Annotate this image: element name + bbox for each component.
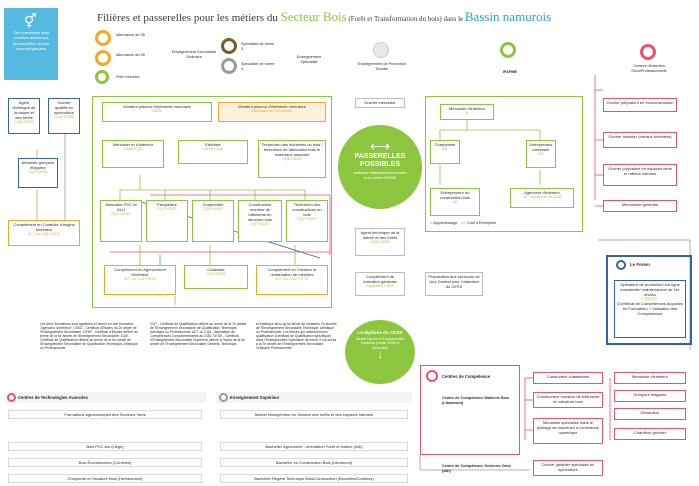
box-menuisier-commande: Menuisier spécialisé dans le pilotage de… xyxy=(533,418,603,444)
box-technicien-industries: Technicien des industries du bois / tech… xyxy=(258,140,326,178)
forem-title: Le Forem xyxy=(630,262,650,267)
notes-col1: Les deux formations sont appelées à l'av… xyxy=(40,322,138,351)
legend-ens-ordinaire: Enseignement Secondaire Ordinaire xyxy=(171,50,217,59)
brown-ring-icon xyxy=(221,38,237,54)
box-agent-technique-promo: Agent technique de la nature et des forê… xyxy=(355,228,405,256)
legend-ens-promo: Enseignement de Promotion Sociale xyxy=(358,62,406,71)
box-ouvrier-ecoconstruction: Ouvrier polyvalent en écoconstruction xyxy=(603,98,677,112)
intro-badge: ⚥ Ces formations sont ouvertes autant au… xyxy=(4,8,58,80)
title-basin: Bassin namurois xyxy=(464,9,552,24)
box-forem-operateur: Opérateur de production sur ligne indust… xyxy=(614,280,686,338)
passerelles-text: contactez l'établissement scolaire ou le… xyxy=(353,171,407,180)
legend-alt45: Alternance art 45 xyxy=(116,33,145,37)
ctc-header: Centres de Technologies Avancées xyxy=(4,392,206,403)
legend-ens-special: Enseignement Spécialisé xyxy=(296,55,322,64)
title-sector: Secteur Bois xyxy=(280,9,347,24)
box-ouvrier-jardinier: Ouvrier jardinier spécialisé en sylvicul… xyxy=(533,460,603,476)
title-part1: Filières et passerelles pour les métiers… xyxy=(97,12,281,24)
box-debardeur: Débardeur xyxy=(614,408,686,420)
ifapme-ring-icon xyxy=(500,42,516,58)
cisp-ring-icon xyxy=(640,44,656,60)
box-ouvrier-espaces-verts: Ouvrier polyvalent en espaces verts et m… xyxy=(603,164,677,186)
legend-spec-forme4: Spécialisé de forme 4 xyxy=(241,62,275,71)
legend-plein: Plein exercice xyxy=(116,75,140,79)
intro-text: Ces formations sont ouvertes autant aux … xyxy=(12,30,50,52)
box-constructeur-bois: Constructeur monteur de bâtiments en str… xyxy=(238,200,282,242)
ifapme-legend: A Apprentissage CE Chef d'Entreprise xyxy=(430,221,497,225)
box-ouvrier-forestier: Ouvrier forestier (travaux forestiers) xyxy=(603,132,677,148)
grey-circle-icon xyxy=(373,42,389,58)
competence-secteurs-verts: Centre de Compétence Secteurs Verts (Ath… xyxy=(442,464,511,473)
box-ouvrier-menuisier: Ouvrier menuisier xyxy=(355,98,405,108)
passerelles-badge: ⟷ PASSERELLES POSSIBLES contactez l'étab… xyxy=(338,125,422,209)
notes-col3: et Artistique ainsi qu'au terme de certa… xyxy=(256,322,337,351)
ctc-ring-icon xyxy=(7,393,16,402)
cess-title: Le diplôme du CESS xyxy=(357,330,403,335)
competence-ring-icon xyxy=(426,370,438,382)
box-menuisier-interieur-cc: Menuisier d'intérieur xyxy=(614,372,686,384)
box-chauffeur-grumier: Chauffeur grumier xyxy=(614,428,686,440)
superieur-row-1: Master Bioingénieur en Gestion des forêt… xyxy=(220,410,408,419)
centres-competence-frame xyxy=(420,365,520,455)
ifapme-frame xyxy=(425,96,583,232)
ctc-row-2: Bois PVC Alu (Liège) xyxy=(8,442,202,451)
green-block-frame xyxy=(92,96,332,308)
forem-ring-icon xyxy=(616,260,626,270)
superieur-row-4: Bachelier Régent Technique Bois/Construc… xyxy=(220,474,408,483)
box-constructeur-monteur: Constructeur monteur de bâtiments en str… xyxy=(533,392,603,408)
ctc-row-4: Charpente et Ossature Bois (Herbeumont) xyxy=(8,474,202,483)
legend-alt49: Alternance art 49 xyxy=(116,53,145,57)
legend-cisp: Centres d'Insertion SocioProfessionnelle xyxy=(631,64,667,73)
gender-icon: ⚥ xyxy=(24,13,37,29)
superieur-ring-icon xyxy=(219,393,228,402)
superieur-row-2: Bachelier Agronomie - orientation Forêt … xyxy=(220,442,408,451)
orange-ring-icon xyxy=(95,30,111,46)
box-menuiserie-generale: Menuiserie générale xyxy=(603,200,677,212)
box-conduite-engins: Complément en Conduite d'engins forestie… xyxy=(8,220,80,246)
green-ring-icon xyxy=(95,70,109,84)
superieur-row-3: Bachelier en Construction Bois (Libramon… xyxy=(220,458,408,467)
competence-wallonie: Centre de Compétence Wallonie Bois (Libr… xyxy=(442,396,510,405)
legend-ifapme: IFAPME xyxy=(502,70,518,74)
ctc-row-1: Formations agronomiques des Secteurs Ver… xyxy=(8,410,202,419)
box-preparation-jury: Préparation aux épreuves du Jury Central… xyxy=(425,272,483,296)
double-arrow-icon: ⟷ xyxy=(369,138,391,154)
box-conducteur-abatteuse: Conducteur d'abatteuse xyxy=(533,372,603,384)
arrow-down-icon: ↓ xyxy=(377,350,383,362)
legend-spec-forme3: Spécialisé de forme 3 xyxy=(241,42,275,51)
orange-ring-icon-2 xyxy=(95,50,111,66)
competence-title: Centres de Compétence xyxy=(442,374,490,379)
cess-badge: Le diplôme du CESS permet l'accès à l'En… xyxy=(345,320,415,384)
box-grimpeur-elagueur: Grimpeur élagueur xyxy=(614,390,686,402)
forem-frame xyxy=(606,255,692,345)
notes-col2: CQ7 - Certificat de Qualification délivr… xyxy=(150,322,247,347)
passerelles-title: PASSERELLES POSSIBLES xyxy=(354,153,406,168)
grey-ring-icon xyxy=(221,58,237,74)
superieur-header: Enseignement Supérieur xyxy=(216,392,412,403)
title-part3: (Forêt et Transformation du bois) dans l… xyxy=(346,15,465,23)
box-creation-meubles: Complément en Création et restauration d… xyxy=(256,265,328,295)
cess-text: permet l'accès à l'Enseignement Supérieu… xyxy=(355,337,405,350)
ctc-row-3: Bois Éconstruction (Comines) xyxy=(8,458,202,467)
box-agent-technique: Agent technique de la nature et des forê… xyxy=(8,98,40,134)
page-title: Filières et passerelles pour les métiers… xyxy=(97,9,697,25)
